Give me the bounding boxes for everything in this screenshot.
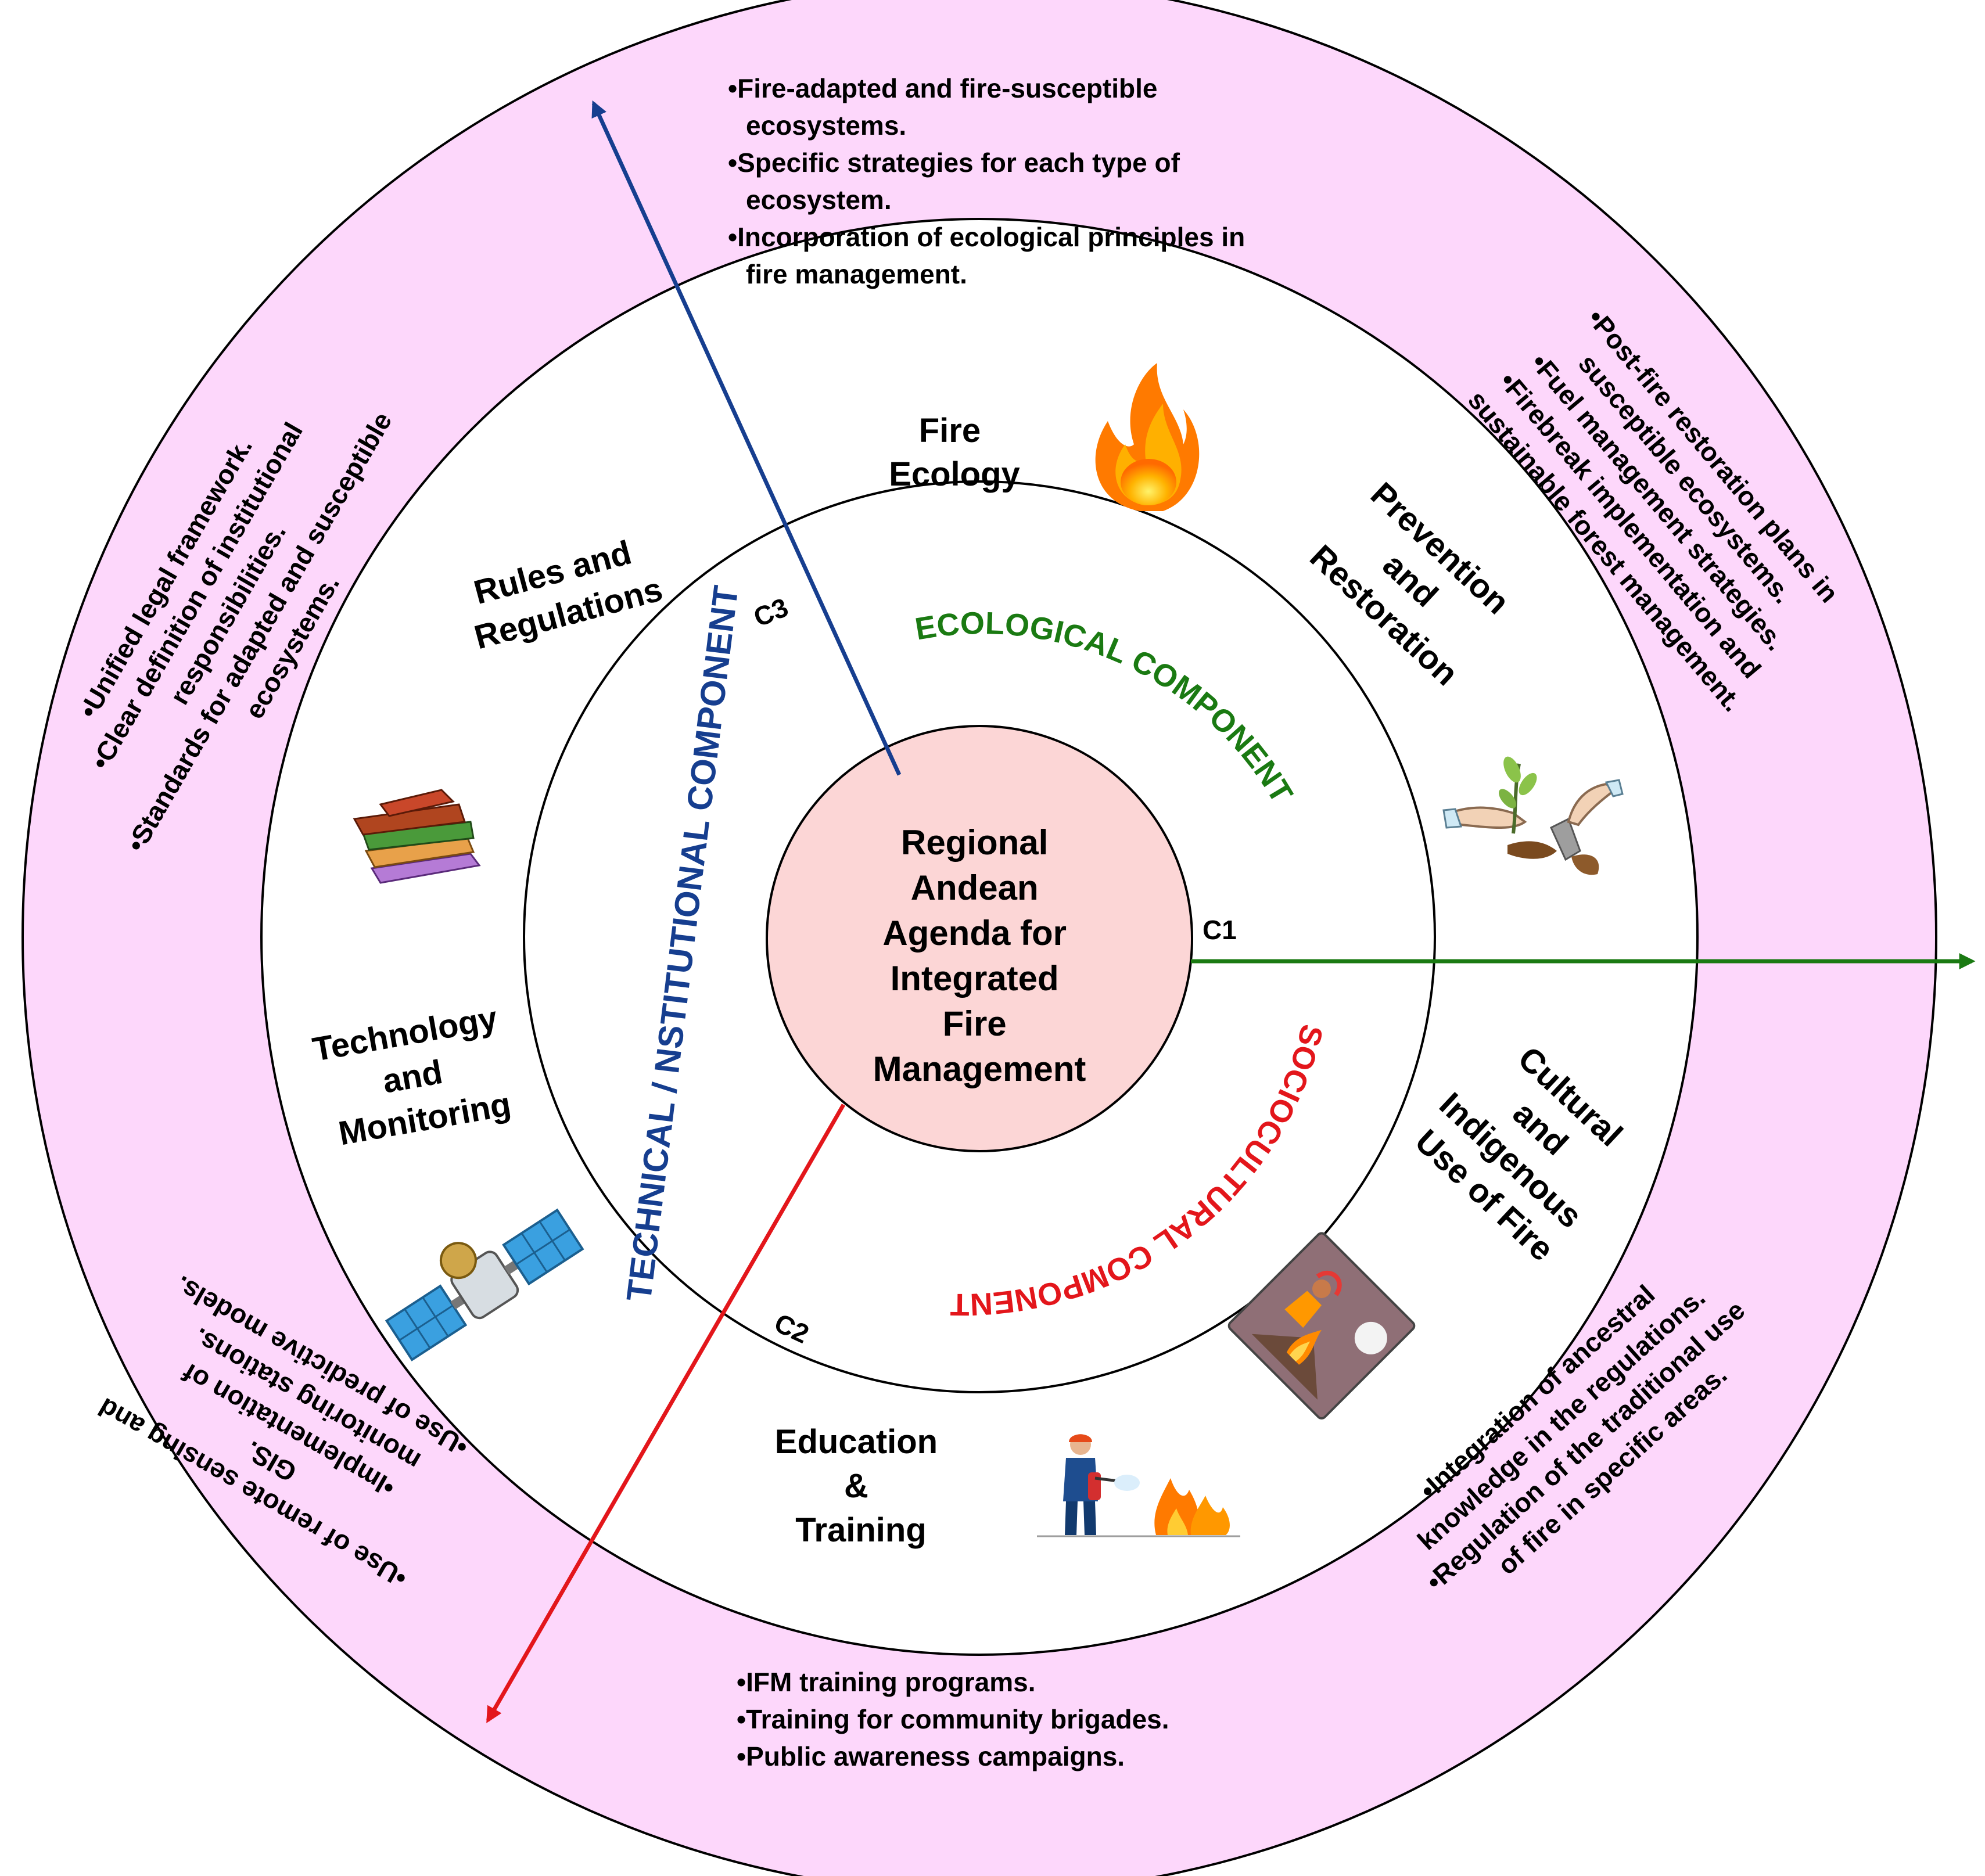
theme-fire-ecology: Fire Ecology (889, 412, 1020, 493)
flame-icon (1095, 363, 1200, 511)
component-code-c1: C1 (1203, 915, 1237, 945)
theme-education-training: Education & Training (775, 1423, 947, 1549)
outer-text-education: •IFM training programs. •Training for co… (737, 1667, 1176, 1771)
center-title: Regional Andean Agenda for Integrated Fi… (873, 823, 1086, 1088)
outer-text-ecology: •Fire-adapted and fire-susceptible ecosy… (728, 73, 1252, 289)
satellite-icon (385, 1208, 584, 1361)
center-circle (766, 725, 1193, 1152)
indigenous-fire-icon (1227, 1232, 1416, 1419)
technical-axis-arrow (591, 100, 902, 776)
sociocultural-axis-arrow (486, 1104, 846, 1723)
books-icon (353, 789, 481, 884)
planting-hands-icon (1442, 756, 1624, 875)
firefighter-icon (1037, 1434, 1240, 1537)
